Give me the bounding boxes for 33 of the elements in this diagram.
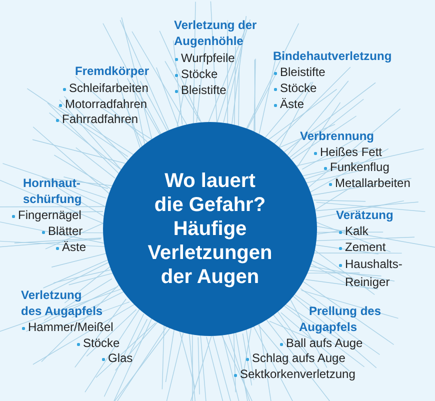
category-heading: Fremdkörper [75,63,150,79]
list-item: Stöcke [280,80,317,96]
category-heading: Hornhaut-schürfung [23,175,83,207]
list-item: Motorradfahren [65,96,148,112]
list-item: Stöcke [181,66,218,82]
list-item: Zement [345,239,386,255]
list-item: Stöcke [83,335,120,351]
list-item: Äste [62,239,86,255]
category-heading: Prellung des Augapfels [299,303,382,335]
category-heading: Verätzung [336,207,394,223]
category-heading: Verletzung des Augapfels [21,287,103,319]
list-item: Äste [280,96,304,112]
category-heading: Verbrennung [300,128,374,144]
list-item: Schlag aufs Auge [252,350,346,366]
list-item: Fingernägel [18,207,82,223]
list-item: Fahrradfahren [62,111,138,127]
category-heading: Bindehautverletzung [273,48,392,64]
circle-title: Wo lauert die Gefahr? Häufige Verletzungen der Augen [148,169,272,289]
category-heading: Verletzung der Augenhöhle [174,17,257,49]
list-item: Schleifarbeiten [69,80,148,96]
list-item: Bleistifte [280,64,326,80]
list-item: Ball aufs Auge [286,335,363,351]
list-item: Blätter [48,223,83,239]
list-item: Kalk [345,223,368,239]
list-item: Sektkorkenverletzung [240,366,356,382]
list-item: Heißes Fett [320,144,382,160]
list-item: Haushalts-Reiniger [345,256,404,291]
list-item: Hammer/Meißel [28,319,114,335]
list-item: Metallarbeiten [335,175,410,191]
list-item: Wurfpfeile [181,50,235,66]
list-item: Funkenflug [330,159,390,175]
list-item: Glas [108,350,133,366]
list-item: Bleistifte [181,82,226,98]
